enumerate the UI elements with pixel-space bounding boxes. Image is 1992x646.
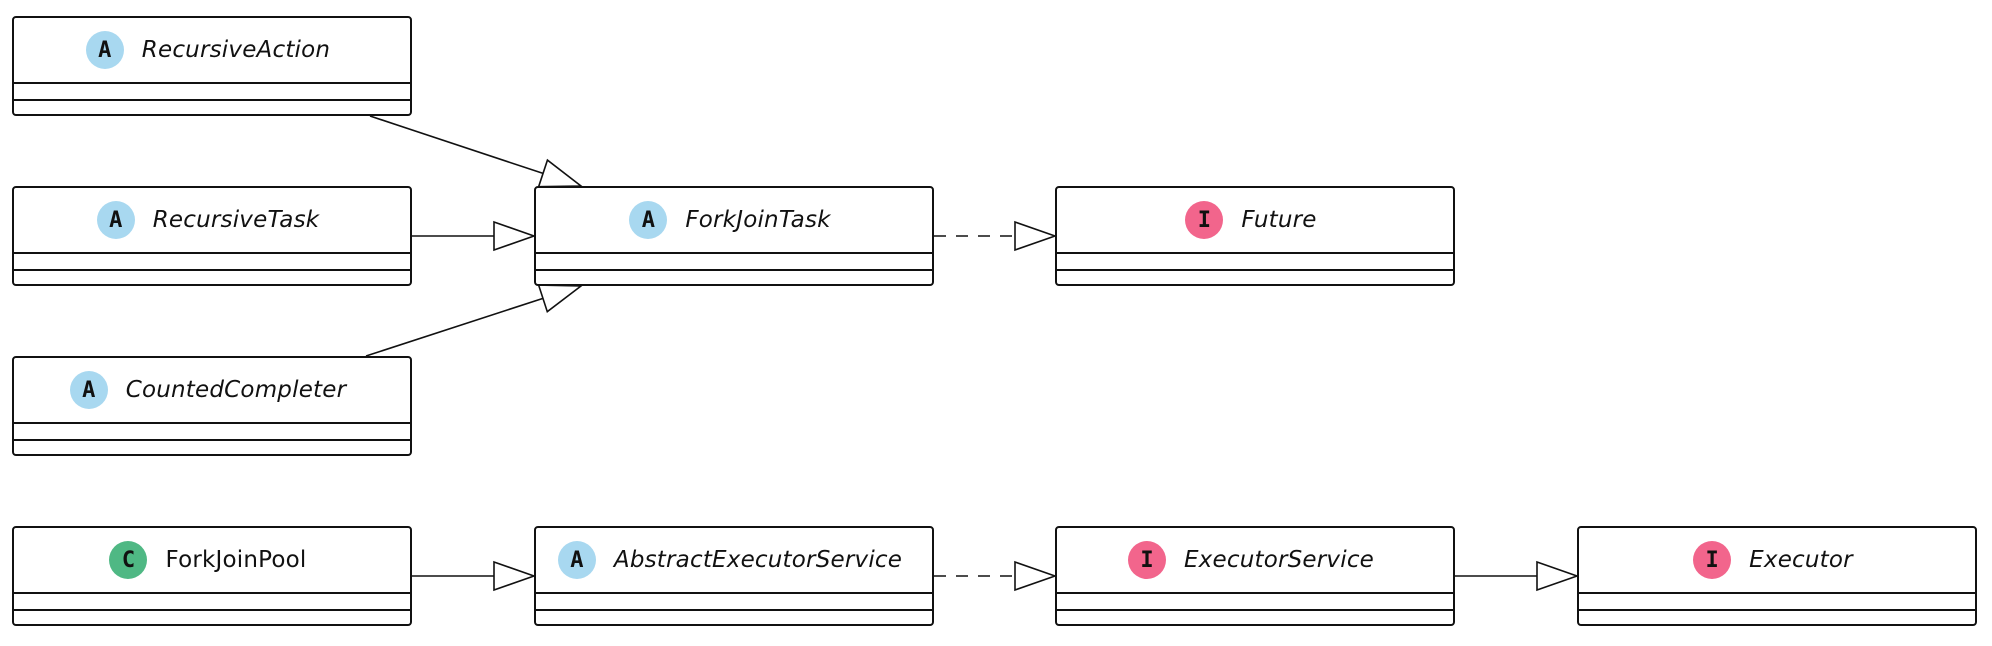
attributes-divider [1057,609,1453,611]
class-fork-join-pool[interactable]: C ForkJoinPool [12,526,412,626]
class-header: I ExecutorService [1057,528,1453,594]
class-header: A RecursiveAction [14,18,410,84]
class-executor-service[interactable]: I ExecutorService [1055,526,1455,626]
class-header: I Future [1057,188,1453,254]
hollow-arrowhead [493,560,537,592]
hollow-arrowhead [1014,220,1058,252]
abstract-class-icon: A [69,371,108,409]
class-fork-join-task[interactable]: A ForkJoinTask [534,186,934,286]
interface-icon: I [1127,541,1166,579]
abstract-class-icon: A [629,201,668,239]
class-name-future: Future [1241,207,1317,233]
hollow-arrowhead [1536,560,1580,592]
class-header: A ForkJoinTask [536,188,932,254]
class-header: A CountedCompleter [14,358,410,424]
class-name-fork-join-task: ForkJoinTask [685,207,831,233]
class-executor[interactable]: I Executor [1577,526,1977,626]
attributes-divider [536,269,932,271]
class-name-recursive-action: RecursiveAction [141,37,331,63]
class-header: A AbstractExecutorService [536,528,932,594]
attributes-divider [1057,269,1453,271]
class-name-recursive-task: RecursiveTask [152,207,320,233]
hollow-arrowhead [537,158,584,188]
class-abstract-executor-service[interactable]: A AbstractExecutorService [534,526,934,626]
class-header: C ForkJoinPool [14,528,410,594]
class-future[interactable]: I Future [1055,186,1455,286]
class-icon: C [109,541,148,579]
abstract-class-icon: A [85,31,124,69]
attributes-divider [1579,609,1975,611]
attributes-divider [14,269,410,271]
class-name-executor: Executor [1749,547,1853,573]
class-name-executor-service: ExecutorService [1183,547,1375,573]
abstract-class-icon: A [557,541,596,579]
interface-icon: I [1693,541,1732,579]
class-name-fork-join-pool: ForkJoinPool [165,547,307,573]
class-name-abstract-executor-service: AbstractExecutorService [613,547,903,573]
hollow-arrowhead [537,284,584,314]
attributes-divider [536,609,932,611]
class-header: I Executor [1579,528,1975,594]
attributes-divider [14,439,410,441]
hollow-arrowhead [493,220,537,252]
generalization-line [365,297,544,357]
attributes-divider [14,609,410,611]
class-header: A RecursiveTask [14,188,410,254]
class-recursive-task[interactable]: A RecursiveTask [12,186,412,286]
interface-icon: I [1185,201,1224,239]
class-name-counted-completer: CountedCompleter [125,377,347,403]
attributes-divider [14,99,410,101]
hollow-arrowhead [1014,560,1058,592]
generalization-line [369,115,544,175]
class-counted-completer[interactable]: A CountedCompleter [12,356,412,456]
class-recursive-action[interactable]: A RecursiveAction [12,16,412,116]
abstract-class-icon: A [96,201,135,239]
